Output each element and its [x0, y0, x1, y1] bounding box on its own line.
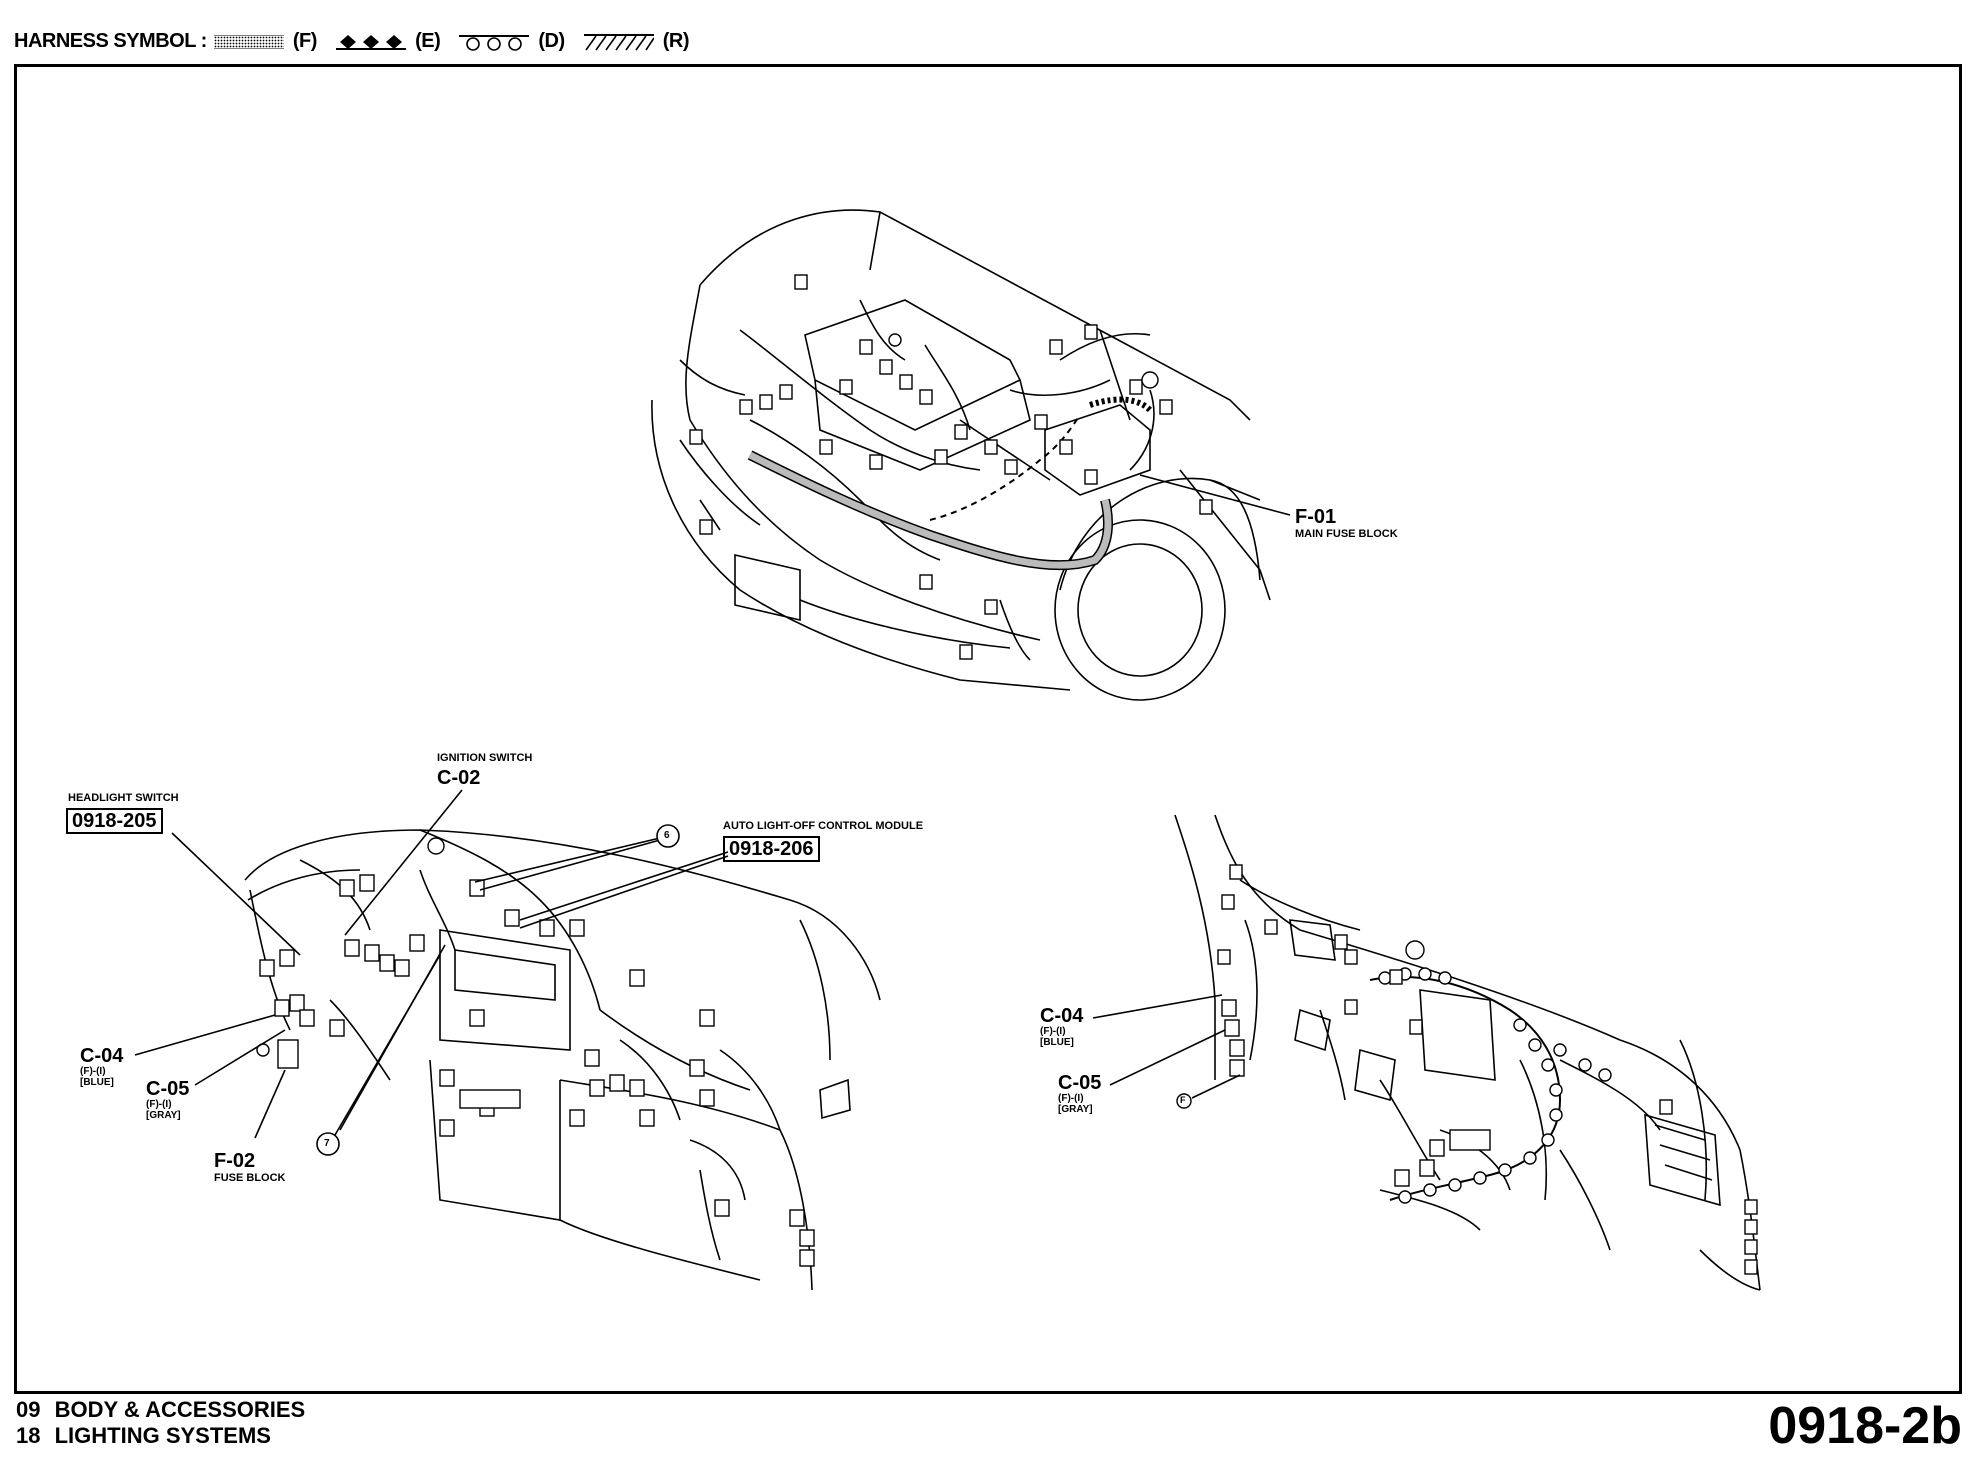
- engine-compartment-drawing: [651, 209, 1271, 701]
- right-c04-l1: (F)-(I): [1040, 1026, 1066, 1037]
- ignition-switch-name: IGNITION SWITCH: [437, 752, 533, 764]
- right-dash-connectors: [1217, 864, 1758, 1275]
- auto-light-ref: 0918-206: [723, 836, 820, 862]
- diagram-frame: [14, 64, 1962, 1394]
- footer-section-line2: 18 LIGHTING SYSTEMS: [16, 1423, 271, 1448]
- left-c04-l1: (F)-(I): [80, 1066, 106, 1077]
- right-dashboard-drawing: [1174, 814, 1761, 1291]
- f01-name: MAIN FUSE BLOCK: [1295, 528, 1398, 540]
- marker-6-label: 6: [664, 830, 670, 841]
- diamond-chain-icon: [336, 34, 406, 50]
- marker-7-circle: [316, 1132, 340, 1156]
- footer-line2-text: LIGHTING SYSTEMS: [54, 1423, 271, 1448]
- legend-code-e: (E): [415, 30, 441, 53]
- engine-connectors: [689, 274, 1213, 660]
- headlight-switch-ref: 0918-205: [66, 808, 163, 834]
- right-c04-l2: [BLUE]: [1040, 1037, 1074, 1048]
- footer-section-line1: 09 BODY & ACCESSORIES: [16, 1397, 306, 1422]
- left-c04-code: C-04: [80, 1045, 124, 1067]
- footer-line1-text: BODY & ACCESSORIES: [54, 1397, 306, 1422]
- auto-light-name: AUTO LIGHT-OFF CONTROL MODULE: [723, 820, 924, 832]
- f01-code: F-01: [1295, 506, 1337, 528]
- page-code: 0918-2b: [1768, 1397, 1962, 1455]
- ignition-switch-code: C-02: [437, 767, 481, 789]
- legend-code-f: (F): [292, 30, 318, 53]
- marker-f-label: F: [1180, 1095, 1186, 1105]
- left-dash-leaders: [134, 789, 729, 1139]
- legend-prefix: HARNESS SYMBOL :: [14, 30, 207, 53]
- marker-7-label: 7: [324, 1138, 330, 1149]
- footer-line1-num: 09: [16, 1397, 41, 1422]
- left-dash-connectors: [259, 874, 815, 1267]
- dotted-band-icon: [213, 35, 284, 49]
- left-c05-l1: (F)-(I): [146, 1099, 172, 1110]
- right-c05-l2: [GRAY]: [1058, 1104, 1093, 1115]
- headlight-switch-name: HEADLIGHT SWITCH: [68, 792, 179, 804]
- legend-code-r: (R): [662, 30, 690, 53]
- f02-code: F-02: [214, 1150, 256, 1172]
- left-c05-l2: [GRAY]: [146, 1110, 181, 1121]
- marker-f-circle: [1176, 1093, 1192, 1109]
- legend-code-d: (D): [538, 30, 565, 53]
- right-c05-l1: (F)-(I): [1058, 1093, 1084, 1104]
- right-dash-circle-chain: [1378, 967, 1612, 1204]
- f01-leader: [1139, 474, 1291, 516]
- left-c05-code: C-05: [146, 1078, 190, 1100]
- left-c04-l2: [BLUE]: [80, 1077, 114, 1088]
- engine-diamond-harness: [929, 414, 1081, 521]
- marker-6-circle: [656, 824, 680, 848]
- right-c04-code: C-04: [1040, 1005, 1084, 1027]
- right-c05-code: C-05: [1058, 1072, 1102, 1094]
- left-dashboard-drawing: [244, 829, 881, 1291]
- harness-symbol-legend: HARNESS SYMBOL : (F) (E) (D) (R): [14, 30, 690, 53]
- right-dash-leaders: [1092, 994, 1241, 1099]
- hatched-band-icon: [583, 33, 654, 51]
- footer-line2-num: 18: [16, 1423, 41, 1448]
- f02-name: FUSE BLOCK: [214, 1172, 286, 1184]
- engine-hatched-harness: [1089, 396, 1153, 413]
- circle-chain-icon: [459, 34, 530, 51]
